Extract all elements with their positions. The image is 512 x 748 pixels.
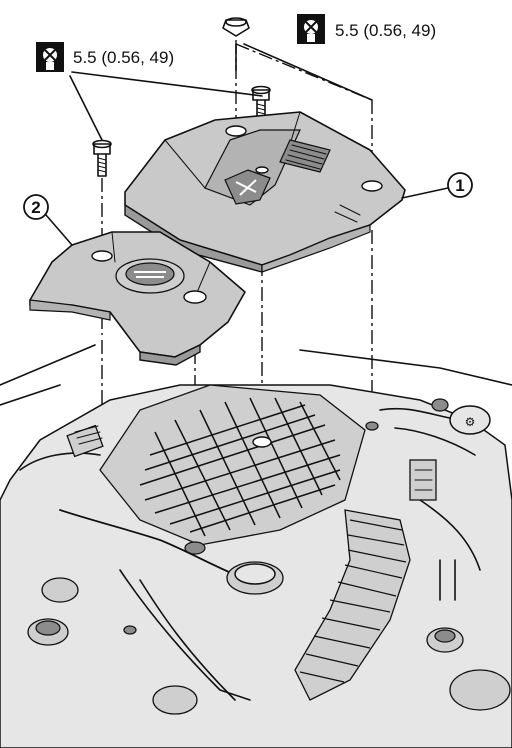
svg-text:⚙: ⚙	[465, 415, 476, 429]
callout-2-label: 2	[31, 198, 40, 217]
engine-cover	[124, 111, 406, 273]
torque-spec-left-text: 5.5 (0.56, 49)	[73, 48, 174, 67]
torque-wrench-icon	[297, 14, 325, 44]
hoses	[19, 407, 481, 701]
torque-wrench-icon	[36, 42, 64, 72]
callout-2: 2	[23, 194, 73, 246]
engine-bay: ⚙	[0, 344, 512, 748]
side-cover-hole	[91, 250, 113, 262]
nut-top	[222, 17, 250, 37]
callout-1-label: 1	[455, 176, 464, 195]
cover-logo-icon	[224, 169, 271, 205]
intake-plenum	[99, 384, 379, 555]
cover-hole	[255, 166, 269, 174]
side-cover-hole	[183, 290, 207, 304]
bolt-left	[92, 139, 112, 177]
torque-spec-left: 5.5 (0.56, 49)	[36, 42, 174, 72]
side-cover	[29, 231, 246, 366]
oil-filler-cap	[115, 258, 185, 294]
torque-spec-top: 5.5 (0.56, 49)	[297, 14, 436, 44]
cover-hole	[225, 125, 247, 137]
engine-components: ⚙	[27, 398, 511, 715]
torque-spec-top-text: 5.5 (0.56, 49)	[335, 21, 436, 40]
air-intake-duct	[294, 509, 411, 701]
cover-hole	[361, 180, 383, 192]
callout-1: 1	[401, 172, 473, 199]
cover-grip-texture	[279, 139, 331, 173]
